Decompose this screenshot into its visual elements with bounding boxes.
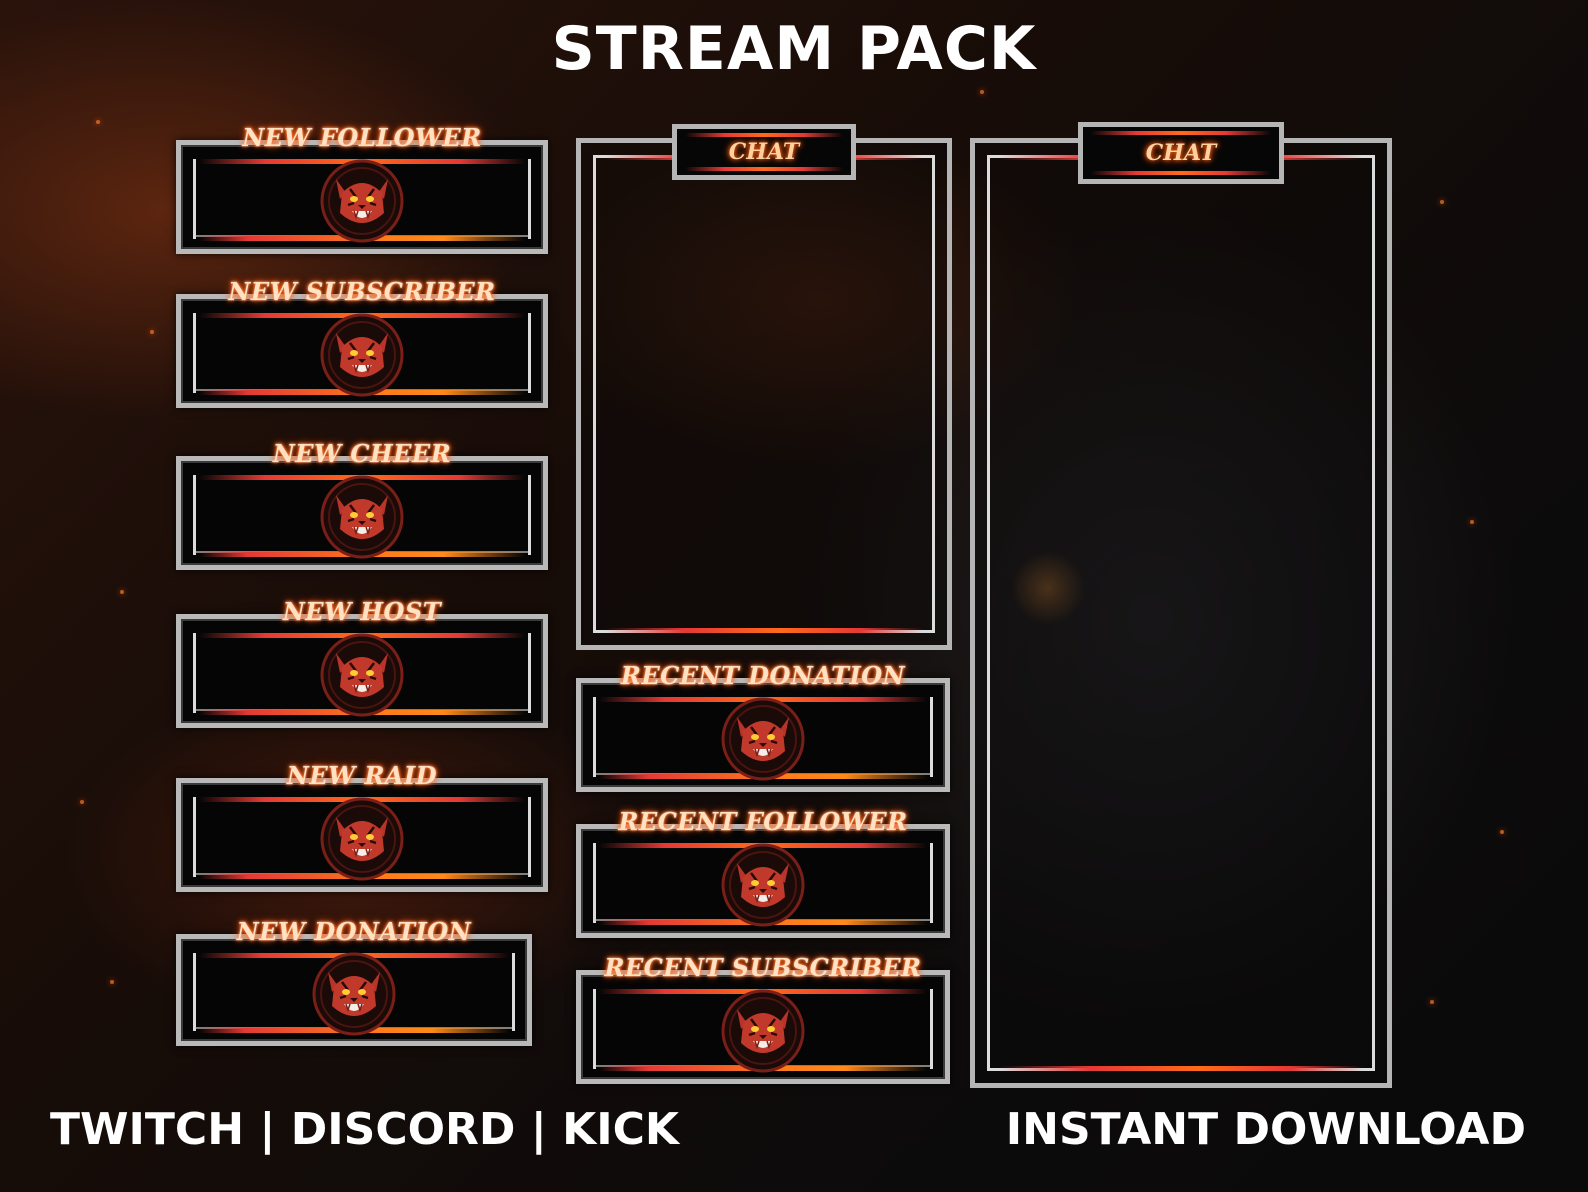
recent-label: RECENT SUBSCRIBER [604,953,922,982]
chat-frame-small [576,138,952,650]
alert-panel-new-subscriber: NEW SUBSCRIBER [176,277,548,408]
tiger-head-icon [320,313,404,397]
instant-download-text: INSTANT DOWNLOAD [1005,1104,1526,1155]
chat-accent-bottom [605,628,923,633]
alert-panel-new-host: NEW HOST [176,597,548,728]
chat-label: CHAT [1145,140,1217,166]
alert-label: NEW DONATION [236,917,472,946]
panel-frame [193,313,531,393]
chat-inner-frame [987,155,1375,1071]
recent-panel-subscriber: RECENT SUBSCRIBER [576,953,950,1084]
tiger-head-icon [721,989,805,1073]
tiger-head-icon [320,633,404,717]
chat-label: CHAT [728,139,800,165]
tiger-head-icon [320,475,404,559]
tiger-head-icon [320,159,404,243]
tab-accent-bottom [685,167,843,171]
platforms-text: TWITCH | DISCORD | KICK [50,1104,679,1155]
alert-label: NEW RAID [286,761,438,790]
alert-panel-new-donation: NEW DONATION [176,917,532,1046]
ember [80,800,84,804]
panel-frame [193,159,531,239]
ember [1470,520,1474,524]
alert-label: NEW SUBSCRIBER [228,277,496,306]
ember [980,90,984,94]
tab-accent-top [685,133,843,137]
page-title: STREAM PACK [551,14,1037,84]
alert-panel-new-follower: NEW FOLLOWER [176,123,548,254]
alert-label: NEW FOLLOWER [242,123,482,152]
alert-panel-new-cheer: NEW CHEER [176,439,548,570]
alert-label: NEW HOST [282,597,442,626]
recent-label: RECENT DONATION [620,661,906,690]
panel-frame [593,843,933,923]
tiger-head-icon [320,797,404,881]
tiger-head-icon [312,952,396,1036]
chat-inner-frame [593,155,935,633]
recent-label: RECENT FOLLOWER [618,807,908,836]
panel-frame [593,989,933,1069]
ember [110,980,114,984]
chat-frame-large [970,138,1392,1088]
tiger-head-icon [721,843,805,927]
tab-accent-top [1091,131,1271,135]
ember [1440,200,1444,204]
tab-accent-bottom [1091,171,1271,175]
chat-tab-large: CHAT [1078,122,1284,184]
panel-frame [193,953,515,1031]
tiger-head-icon [721,697,805,781]
recent-panel-donation: RECENT DONATION [576,661,950,792]
panel-frame [193,475,531,555]
chat-accent-bottom [999,1066,1363,1071]
ember [1500,830,1504,834]
ember [1430,1000,1434,1004]
ember [120,590,124,594]
alert-label: NEW CHEER [272,439,452,468]
alert-panel-new-raid: NEW RAID [176,761,548,892]
chat-tab-small: CHAT [672,124,856,180]
panel-frame [193,633,531,713]
ember [150,330,154,334]
panel-frame [193,797,531,877]
ember [96,120,100,124]
panel-frame [593,697,933,777]
recent-panel-follower: RECENT FOLLOWER [576,807,950,938]
